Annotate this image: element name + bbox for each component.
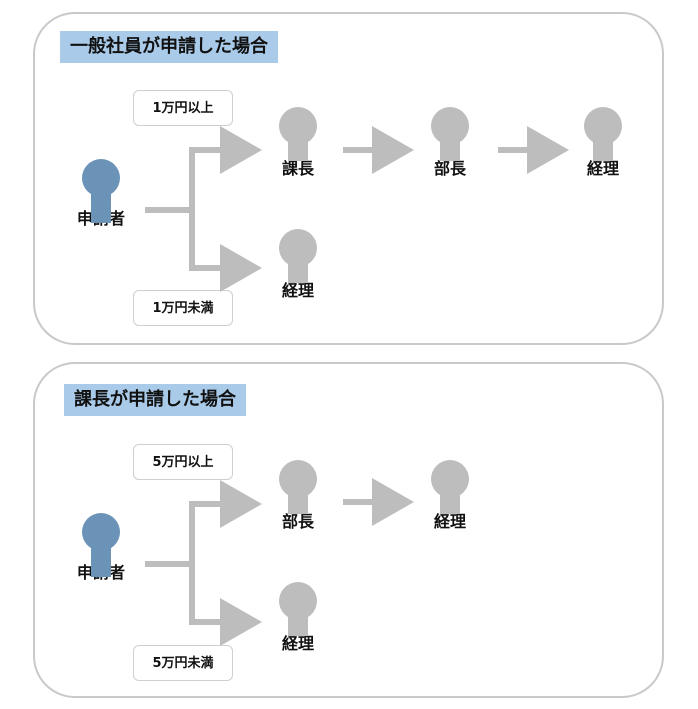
approver-person-icon [279,107,317,161]
condition-upper-label: 1万円以上 [133,90,233,126]
applicant-person-icon [82,513,120,577]
approver-person-icon [431,107,469,161]
branch-connector [145,504,195,622]
approver-person-icon [431,460,469,514]
approver-label-kacho: 課長 [281,159,314,178]
approver-label-bucho: 部長 [281,512,314,531]
approver-label-keiri-lower: 経理 [281,281,314,300]
branch-connector [145,150,195,268]
panel-general-employee [33,12,664,345]
condition-lower-label: 5万円未満 [133,645,233,681]
approver-person-icon [279,582,317,636]
panel-title: 課長が申請した場合 [64,384,246,416]
panel-title: 一般社員が申請した場合 [60,31,278,63]
approver-person-icon [279,229,317,283]
approver-label-keiri: 経理 [433,512,466,531]
applicant-person-icon [82,159,120,223]
approver-person-icon [584,107,622,161]
approver-label-bucho: 部長 [433,159,466,178]
approver-label-keiri: 経理 [586,159,619,178]
approver-person-icon [279,460,317,514]
approver-label-keiri-lower: 経理 [281,634,314,653]
condition-upper-label: 5万円以上 [133,444,233,480]
panel-section-chief [33,362,664,698]
condition-lower-label: 1万円未満 [133,290,233,326]
